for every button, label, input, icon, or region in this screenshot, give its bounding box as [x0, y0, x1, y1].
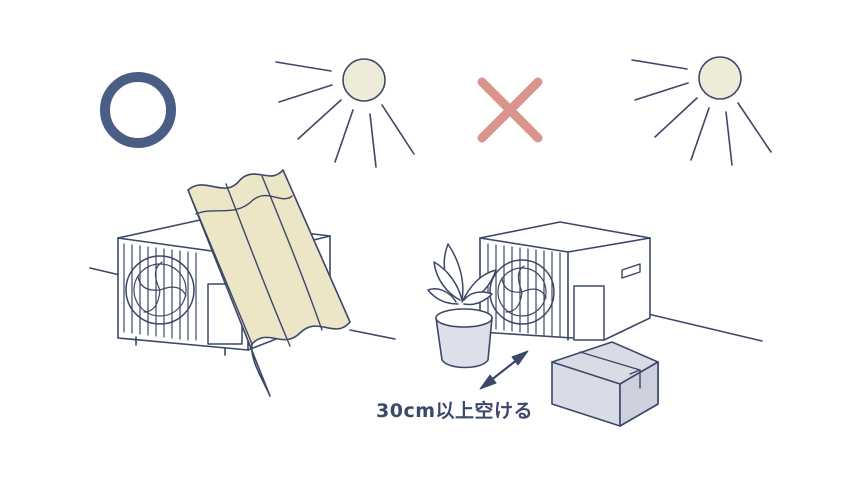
clearance-caption: 30cm以上空ける — [376, 400, 534, 422]
bad-cross-mark — [477, 77, 543, 143]
sunshade-panel — [187, 169, 351, 397]
sun-right — [631, 56, 772, 166]
ground-line-right — [647, 313, 763, 342]
potted-plant — [427, 243, 497, 369]
ground-line-left — [89, 267, 396, 340]
distance-arrow — [479, 350, 529, 390]
cardboard-box — [551, 341, 659, 427]
sun-left — [275, 58, 415, 168]
good-circle-mark — [100, 72, 176, 148]
outdoor-unit-right — [479, 221, 651, 341]
